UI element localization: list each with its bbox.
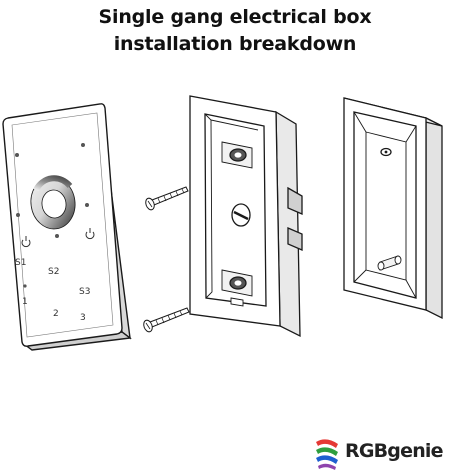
- panel-led-dot-icon: [23, 284, 27, 288]
- electrical-box: [343, 97, 443, 320]
- panel-led-dot-icon: [55, 234, 59, 238]
- mounting-bracket: [189, 95, 303, 338]
- bracket-tab-upper: [287, 186, 303, 215]
- power-icon: [21, 236, 31, 248]
- panel-led-dot-icon: [81, 143, 85, 147]
- panel-led-dot-icon: [15, 153, 19, 157]
- bracket-center-slot: [233, 210, 249, 221]
- brand-logo: RGBgenie: [313, 433, 444, 469]
- color-wheel: [30, 175, 76, 230]
- wheel-center: [41, 189, 67, 219]
- panel-bezel: [11, 112, 114, 338]
- bottom-screw-shaft: [149, 307, 190, 328]
- top-screw: [145, 186, 189, 211]
- diagram-title: Single gang electrical box installation …: [0, 4, 470, 58]
- title-line-2: installation breakdown: [113, 33, 357, 55]
- panel-led-dot-icon: [16, 213, 20, 217]
- zone-label-s3: S3: [79, 287, 90, 297]
- brand-logo-text: RGBgenie: [345, 440, 444, 462]
- panel-led-dot-icon: [85, 203, 89, 207]
- bottom-screw-thread: [155, 310, 183, 326]
- touch-panel: [2, 103, 132, 351]
- bottom-screw: [143, 307, 190, 333]
- rgb-ribbon-logo-icon: [316, 439, 338, 470]
- box-side: [425, 116, 443, 320]
- number-label-3: 3: [80, 313, 86, 323]
- number-label-2: 2: [53, 309, 59, 319]
- bracket-tab-lower: [287, 227, 303, 251]
- number-label-1: 1: [22, 297, 28, 307]
- box-opening: [353, 111, 417, 299]
- wheel-arc: [33, 175, 73, 192]
- power-icon: [85, 228, 95, 240]
- top-screw-thread: [157, 188, 185, 204]
- zone-label-s1: S1: [15, 258, 26, 268]
- zone-label-s2: S2: [48, 267, 59, 277]
- title-line-1: Single gang electrical box: [98, 6, 372, 28]
